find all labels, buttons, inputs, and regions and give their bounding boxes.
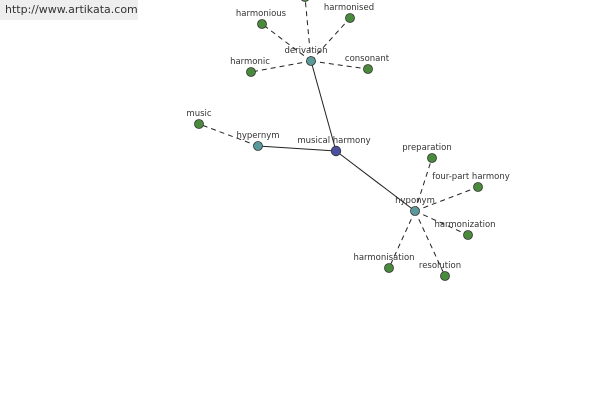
word-node-four-part-harmony[interactable]: four-part harmony [432,172,510,192]
word-node-harmonious-label: harmonious [236,9,287,19]
word-node-resolution[interactable]: resolution [419,261,461,281]
edge-hyponym-resolution [414,210,446,277]
relation-node-hyponym[interactable]: hyponym [395,196,435,216]
word-node-harmonious[interactable]: harmonious [236,9,287,29]
word-node-offscreen-4-dot[interactable] [301,0,310,2]
center-node-dot[interactable] [330,145,342,157]
edge-hypernym-music [198,123,259,147]
relation-node-hyponym-dot[interactable] [410,206,420,216]
edge-center-hyponym [335,150,416,212]
word-node-harmonic-dot[interactable] [246,67,256,77]
center-node-label: musical harmony [297,136,370,146]
word-node-harmonised[interactable]: harmonised [324,3,374,23]
word-node-harmonization-dot[interactable] [463,230,473,240]
word-node-music-dot[interactable] [194,119,204,129]
edge-derivation-harmonised [310,17,351,62]
relation-node-hypernym[interactable]: hypernym [236,131,280,151]
word-node-preparation-label: preparation [402,143,452,153]
word-node-resolution-dot[interactable] [440,271,450,281]
word-node-offscreen-4[interactable] [301,0,310,2]
relation-node-hyponym-label: hyponym [395,196,435,206]
edge-center-hypernym [257,145,337,152]
word-node-harmonic[interactable]: harmonic [230,57,270,77]
relation-node-derivation-label: derivation [284,46,327,56]
word-node-four-part-harmony-dot[interactable] [473,182,483,192]
word-node-harmonisation-dot[interactable] [384,263,394,273]
edge-center-derivation [310,60,337,152]
center-node[interactable]: musical harmony [297,136,371,157]
word-node-harmonised-label: harmonised [324,3,374,13]
edge-hyponym-harmonization [414,210,469,236]
edges-layer [198,0,479,277]
relation-node-derivation-dot[interactable] [306,56,316,66]
edge-derivation-consonant [310,60,369,70]
word-node-consonant-dot[interactable] [363,64,373,74]
word-node-consonant[interactable]: consonant [345,54,390,74]
relation-node-hypernym-dot[interactable] [253,141,263,151]
nodes-layer: harmonious harmonised harmonic consonant mus… [186,0,510,281]
word-node-music[interactable]: music [186,109,212,129]
word-node-consonant-label: consonant [345,54,390,64]
word-node-four-part-harmony-label: four-part harmony [432,172,510,182]
edge-hyponym-four-part-harmony [414,186,479,212]
relation-node-hypernym-label: hypernym [236,131,279,141]
relation-node-derivation[interactable]: derivation [284,46,328,66]
source-link[interactable]: http://www.artikata.com [0,0,138,20]
word-node-harmonised-dot[interactable] [345,13,355,23]
edge-derivation-harmonic [250,60,312,73]
word-node-harmonic-label: harmonic [230,57,270,67]
word-node-harmonisation-label: harmonisation [353,253,414,263]
word-node-harmonious-dot[interactable] [257,19,267,29]
word-node-preparation[interactable]: preparation [402,143,452,163]
word-node-resolution-label: resolution [419,261,461,271]
word-node-harmonization[interactable]: harmonization [434,220,496,240]
edge-hyponym-preparation [414,157,433,212]
word-node-harmonization-label: harmonization [434,220,495,230]
word-node-harmonisation[interactable]: harmonisation [353,253,415,273]
edge-hyponym-harmonisation [388,210,416,269]
edge-derivation-offscreen-4 [304,0,312,62]
edge-derivation-harmonious [261,23,312,62]
word-node-preparation-dot[interactable] [427,153,437,163]
word-node-music-label: music [186,109,211,119]
